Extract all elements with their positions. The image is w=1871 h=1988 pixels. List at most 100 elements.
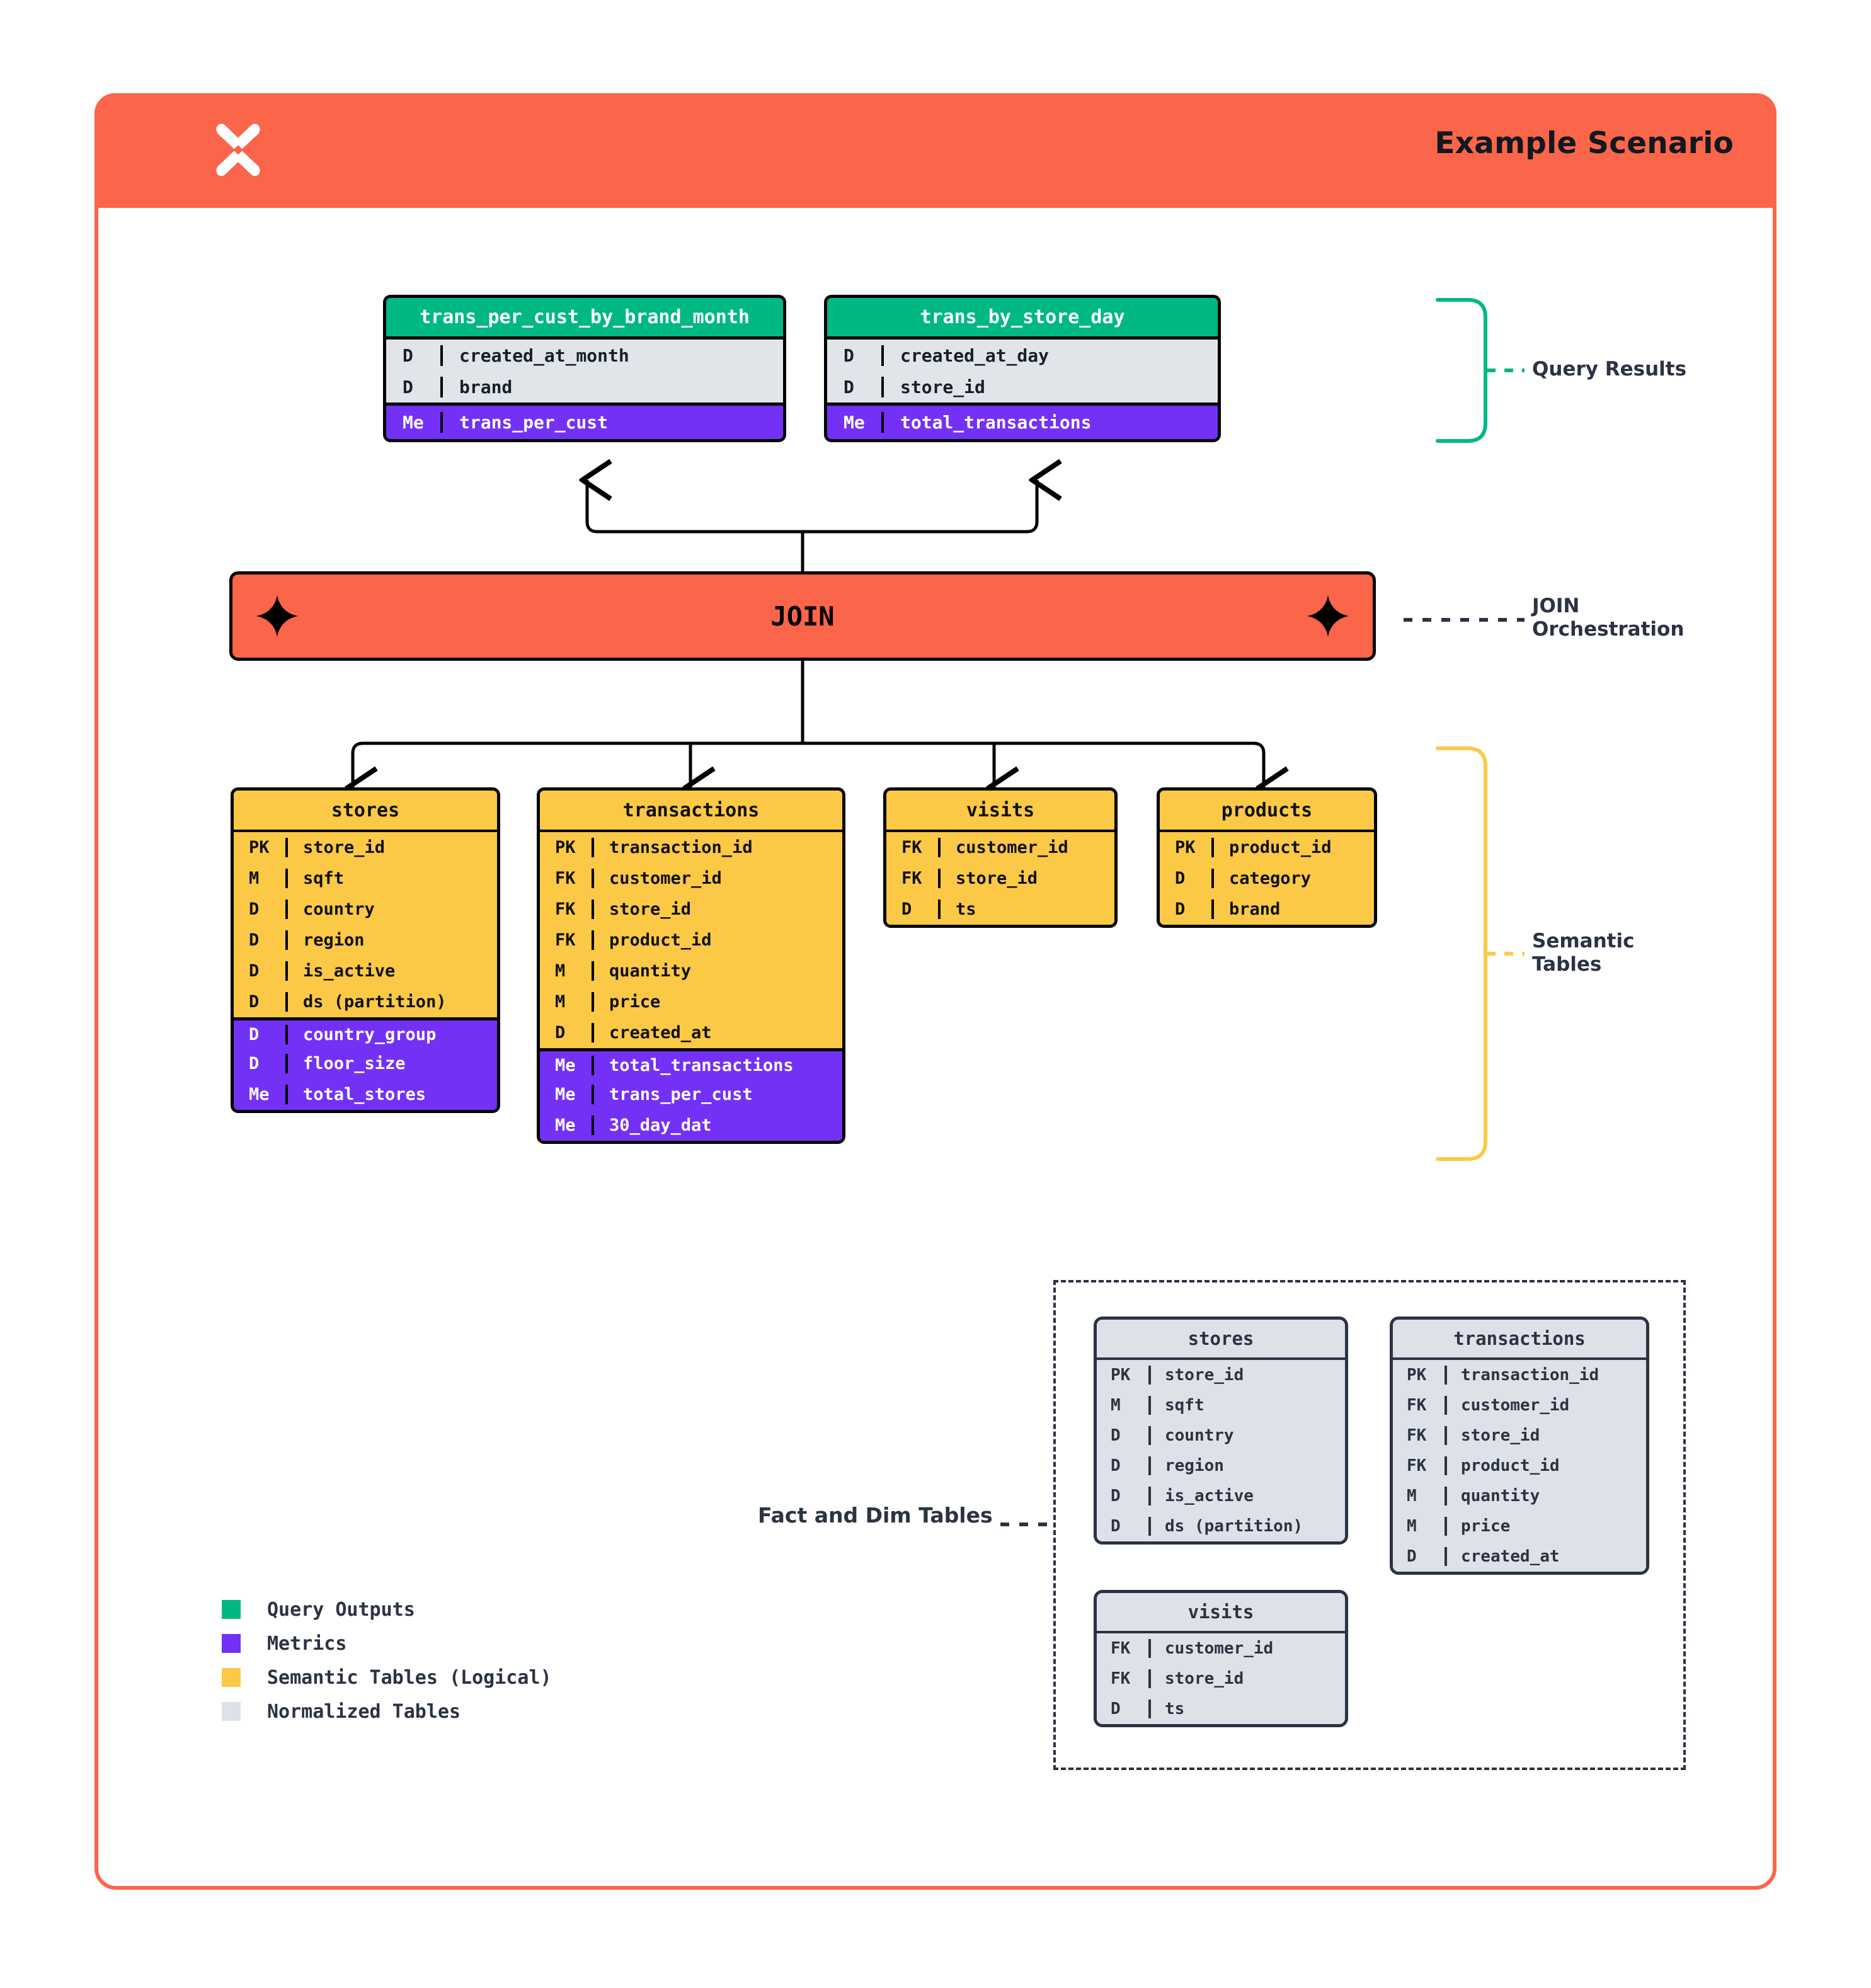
row-key: D bbox=[1097, 1487, 1151, 1505]
row-field: total_stores bbox=[303, 1085, 426, 1104]
row-key: D bbox=[886, 900, 941, 919]
legend-swatch-metrics bbox=[222, 1634, 241, 1653]
row-key: FK bbox=[540, 869, 594, 888]
row-field: created_at bbox=[609, 1023, 712, 1043]
column-rows: PK transaction_id FK customer_id FK stor… bbox=[1393, 1360, 1646, 1572]
normalized-table-stores[interactable]: stores PK store_id M sqft D country D re… bbox=[1094, 1317, 1348, 1545]
table-row: PK product_id bbox=[1160, 832, 1374, 863]
row-field: product_id bbox=[609, 930, 712, 950]
row-key: FK bbox=[540, 900, 594, 919]
row-field: ts bbox=[956, 900, 976, 919]
query-result-table-trans-by-store-day[interactable]: trans_by_store_day D created_at_day D st… bbox=[824, 295, 1221, 442]
row-field: created_at_day bbox=[900, 345, 1050, 366]
row-field: quantity bbox=[609, 961, 692, 981]
row-field: product_id bbox=[1229, 838, 1332, 857]
row-key: FK bbox=[1393, 1456, 1447, 1475]
row-key: PK bbox=[1160, 838, 1214, 857]
table-row: FK product_id bbox=[540, 925, 842, 956]
table-header: trans_by_store_day bbox=[827, 298, 1218, 340]
table-row: D region bbox=[234, 925, 497, 956]
row-key: M bbox=[234, 869, 288, 888]
column-rows: FK customer_id FK store_id D ts bbox=[886, 832, 1114, 925]
legend-item: Semantic Tables (Logical) bbox=[222, 1660, 552, 1694]
row-key: D bbox=[1097, 1426, 1151, 1445]
row-field: store_id bbox=[1165, 1366, 1244, 1385]
row-field: ds (partition) bbox=[303, 992, 447, 1012]
row-field: country_group bbox=[303, 1024, 437, 1044]
table-row: D ts bbox=[886, 894, 1114, 925]
join-label: JOIN bbox=[770, 600, 835, 632]
legend-label: Semantic Tables (Logical) bbox=[267, 1666, 552, 1689]
legend-label: Metrics bbox=[267, 1632, 347, 1655]
table-header: stores bbox=[234, 791, 497, 832]
row-key: PK bbox=[1393, 1366, 1447, 1385]
table-row: FK store_id bbox=[1393, 1420, 1646, 1451]
row-key: FK bbox=[1097, 1639, 1151, 1658]
row-field: is_active bbox=[1165, 1487, 1254, 1505]
row-key: M bbox=[1393, 1517, 1447, 1536]
semantic-table-transactions[interactable]: transactions PK transaction_id FK custom… bbox=[537, 787, 845, 1144]
dimension-rows: D created_at_month D brand bbox=[386, 340, 783, 403]
annotation-line: JOIN bbox=[1532, 595, 1580, 617]
row-key: M bbox=[1393, 1487, 1447, 1505]
row-key: PK bbox=[1097, 1366, 1151, 1385]
row-field: country bbox=[303, 900, 375, 919]
table-row: M quantity bbox=[1393, 1481, 1646, 1511]
row-key: M bbox=[540, 961, 594, 981]
semantic-table-visits[interactable]: visits FK customer_id FK store_id D ts bbox=[883, 787, 1118, 928]
column-rows: PK product_id D category D brand bbox=[1160, 832, 1374, 925]
normalized-table-transactions[interactable]: transactions PK transaction_id FK custom… bbox=[1390, 1317, 1649, 1575]
table-header: transactions bbox=[1393, 1320, 1646, 1360]
row-key: D bbox=[827, 345, 884, 366]
row-key: FK bbox=[886, 869, 941, 888]
row-field: product_id bbox=[1461, 1456, 1560, 1475]
column-rows: PK transaction_id FK customer_id FK stor… bbox=[540, 832, 842, 1048]
row-field: is_active bbox=[303, 961, 396, 981]
row-field: region bbox=[1165, 1456, 1224, 1475]
row-field: price bbox=[1461, 1517, 1511, 1536]
table-row: D created_at_day bbox=[827, 340, 1218, 371]
table-row: M sqft bbox=[1097, 1390, 1345, 1420]
join-orchestration-bar[interactable]: JOIN bbox=[229, 571, 1376, 661]
row-key: D bbox=[1393, 1547, 1447, 1566]
x-sparkle-logo-icon bbox=[208, 120, 268, 180]
normalized-table-visits[interactable]: visits FK customer_id FK store_id D ts bbox=[1094, 1590, 1348, 1727]
table-row: FK customer_id bbox=[540, 863, 842, 894]
row-key: FK bbox=[1097, 1669, 1151, 1688]
table-row: PK transaction_id bbox=[1393, 1360, 1646, 1390]
row-key: D bbox=[234, 930, 288, 950]
row-field: customer_id bbox=[609, 869, 722, 888]
row-key: PK bbox=[540, 838, 594, 857]
semantic-table-stores[interactable]: stores PK store_id M sqft D country D re… bbox=[231, 787, 500, 1113]
table-row: D ts bbox=[1097, 1694, 1345, 1724]
row-key: Me bbox=[540, 1055, 594, 1075]
row-field: store_id bbox=[303, 838, 386, 857]
row-field: brand bbox=[459, 376, 513, 397]
table-row: D brand bbox=[386, 371, 783, 403]
row-key: Me bbox=[234, 1085, 288, 1104]
annotation-query-results: Query Results bbox=[1532, 358, 1687, 380]
query-result-table-trans-per-cust[interactable]: trans_per_cust_by_brand_month D created_… bbox=[383, 295, 786, 442]
table-row: M price bbox=[540, 986, 842, 1017]
semantic-table-products[interactable]: products PK product_id D category D bran… bbox=[1157, 787, 1377, 928]
row-field: sqft bbox=[1165, 1396, 1204, 1415]
legend-label: Query Outputs bbox=[267, 1598, 415, 1621]
row-field: ts bbox=[1165, 1700, 1185, 1718]
row-key: D bbox=[386, 376, 443, 397]
row-field: trans_per_cust bbox=[609, 1085, 753, 1104]
legend-item: Query Outputs bbox=[222, 1592, 552, 1626]
table-row: FK store_id bbox=[540, 894, 842, 925]
row-key: Me bbox=[386, 412, 443, 433]
row-key: D bbox=[234, 992, 288, 1012]
metric-row: Me trans_per_cust bbox=[540, 1079, 842, 1110]
table-header: transactions bbox=[540, 791, 842, 832]
table-row: D country bbox=[1097, 1420, 1345, 1451]
metric-row: Me total_transactions bbox=[540, 1048, 842, 1079]
table-row: M quantity bbox=[540, 956, 842, 986]
row-field: store_id bbox=[1461, 1426, 1540, 1445]
row-field: customer_id bbox=[1461, 1396, 1570, 1415]
page-title: Example Scenario bbox=[1434, 126, 1734, 161]
table-header: products bbox=[1160, 791, 1374, 832]
legend-item: Normalized Tables bbox=[222, 1694, 552, 1728]
